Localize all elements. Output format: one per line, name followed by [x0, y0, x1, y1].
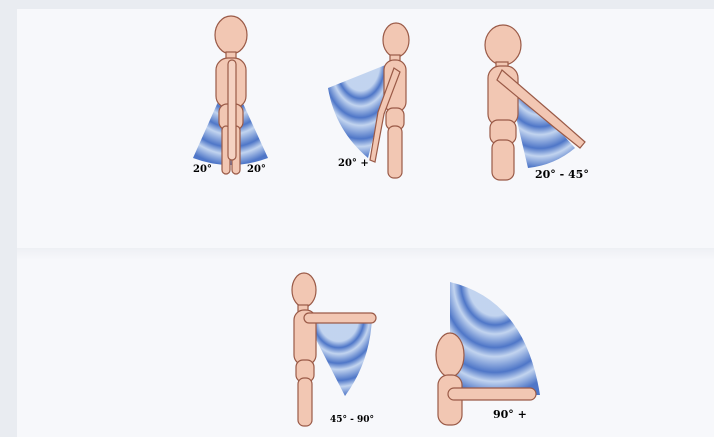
label-forward-reach-low: 20° - 45° — [535, 168, 589, 181]
label-overhead-reach: 90° + — [493, 408, 527, 421]
label-backward-extension: 20° + — [338, 158, 369, 169]
label-side-bend-right: 20° — [247, 164, 266, 175]
figure-side-bend: 20° 20° — [193, 16, 268, 175]
figure-forward-reach-mid: 45° - 90° — [292, 273, 376, 426]
figure-overhead-reach: 90° + — [436, 282, 540, 425]
figure-forward-reach-low: 20° - 45° — [485, 25, 589, 181]
figure-backward-extension: 20° + — [328, 23, 409, 178]
label-forward-reach-mid: 45° - 90° — [330, 415, 374, 425]
label-side-bend-left: 20° — [193, 164, 212, 175]
motion-arc-overhead — [450, 282, 540, 395]
